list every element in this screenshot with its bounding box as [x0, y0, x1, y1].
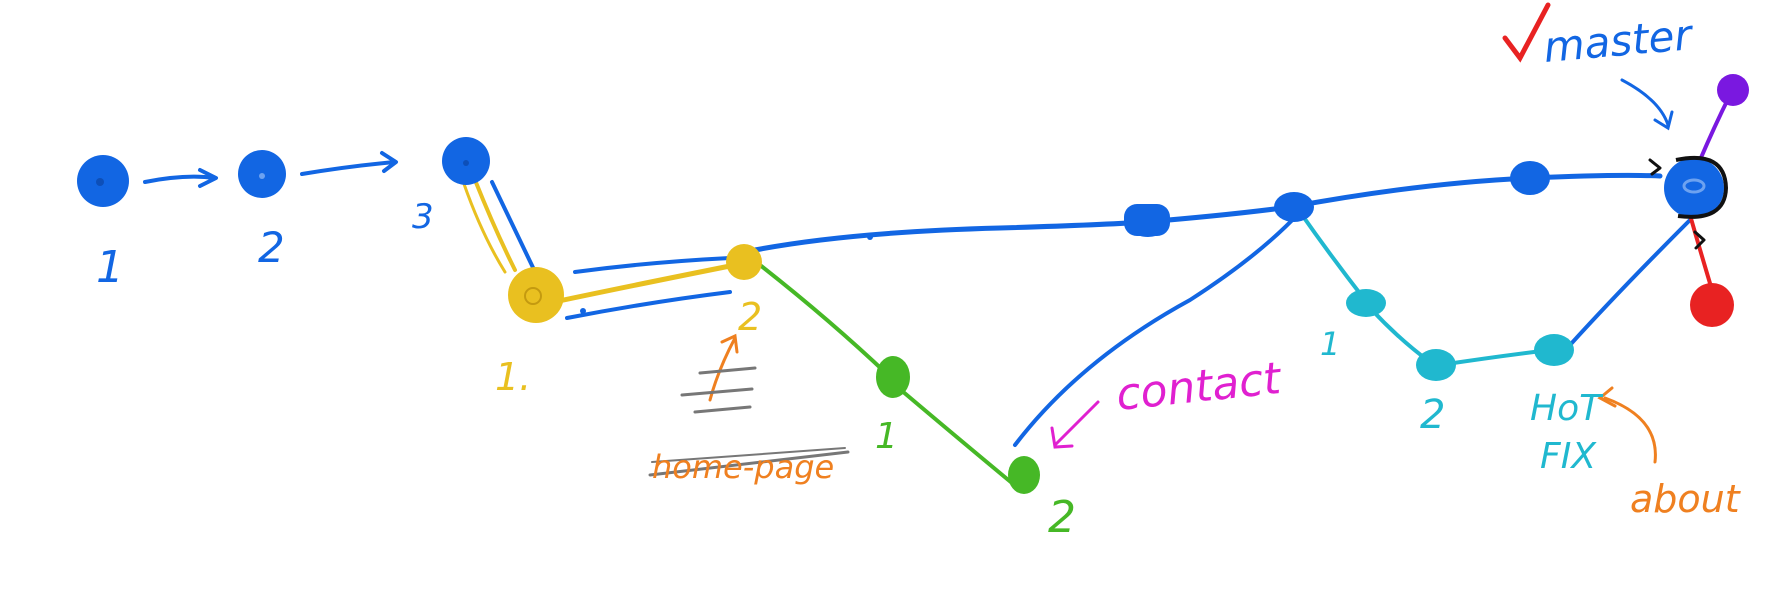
edge-3-to-yellow1-b	[462, 182, 507, 274]
commit-green-1	[876, 356, 910, 398]
struck-orange-arrow	[708, 336, 737, 402]
edge-hotfix-merge	[1568, 218, 1692, 347]
gray-strike-5	[651, 447, 846, 463]
edge-blue-under-yellow	[565, 290, 732, 320]
label-yellow-1: 1.	[495, 355, 531, 399]
commit-red	[1690, 283, 1734, 327]
master-pointer-arrowhead	[1653, 110, 1674, 131]
gray-strike-2	[680, 387, 754, 397]
edge-cyan2-to-cyan3	[1438, 348, 1552, 367]
edge-yellow1-to-yellow2	[537, 262, 738, 308]
label-about: about	[1630, 477, 1742, 521]
commit-blue-3	[442, 137, 490, 185]
head-tick-2	[1693, 230, 1706, 250]
head-tick-1	[1648, 158, 1662, 176]
label-cyan-2: 2	[1420, 392, 1445, 438]
label-struck-branch: home-page	[652, 448, 834, 486]
label-green-2: 2	[1048, 492, 1076, 543]
edge-contact-merge	[1013, 210, 1302, 447]
commit-green-2	[1008, 456, 1040, 494]
struck-orange-arrowhead	[720, 333, 739, 354]
commit-cyan-3	[1534, 334, 1574, 366]
contact-arrowhead	[1050, 426, 1074, 449]
master-pointer-arrow	[1620, 78, 1670, 127]
edge-3-to-yellow1	[473, 178, 517, 272]
label-blue-3: 3	[412, 197, 434, 237]
blue-dot	[580, 308, 586, 314]
commit-blue-2	[238, 150, 286, 198]
check-mark	[1502, 2, 1551, 63]
label-master: master	[1542, 10, 1697, 72]
about-arrow	[1603, 396, 1657, 464]
edge-blue-over-yellow-top	[573, 256, 732, 274]
commit-cyan-2	[1416, 349, 1456, 381]
arrow-2-to-3	[300, 160, 397, 176]
annotations	[648, 2, 1674, 477]
blue-dot-2	[867, 234, 873, 240]
arrow-1-to-2	[143, 174, 217, 184]
gray-strike-1	[698, 366, 757, 375]
edge-green1-to-green2	[893, 383, 1020, 490]
commit-master-head	[1664, 155, 1729, 219]
edge-head-to-purple	[1698, 93, 1732, 162]
commit-purple	[1717, 74, 1749, 106]
commit-cyan-1	[1346, 289, 1386, 317]
edge-yellow2-to-green1	[758, 263, 890, 377]
label-blue-2: 2	[258, 223, 285, 272]
edge-head-to-red	[1688, 213, 1714, 292]
gray-strike-4	[648, 450, 850, 477]
contact-arrow	[1053, 400, 1100, 447]
label-hotfix-2: FIX	[1540, 436, 1597, 477]
commits	[77, 74, 1749, 494]
edge-master-to-cyan1	[1298, 210, 1367, 302]
label-cyan-1: 1	[1320, 325, 1340, 363]
labels: 1 2 3 1. 2 home-page 1 2 contact 1 2 HoT…	[96, 10, 1742, 543]
label-yellow-2: 2	[738, 295, 762, 339]
label-hotfix-1: HoT	[1530, 388, 1604, 429]
commit-master-b	[1274, 192, 1314, 222]
gray-strike-3	[693, 405, 752, 414]
commit-yellow-2	[726, 244, 762, 280]
label-blue-1: 1	[96, 242, 124, 293]
label-contact: contact	[1114, 353, 1285, 421]
label-green-1: 1	[875, 416, 898, 457]
commit-master-c	[1510, 161, 1550, 195]
commit-yellow-1	[508, 267, 564, 323]
arrow-1-to-2-head	[198, 168, 218, 188]
arrow-2-to-3-head	[380, 151, 398, 173]
about-arrowhead	[1597, 386, 1617, 408]
edges	[143, 93, 1732, 490]
commit-blue-1	[77, 155, 129, 207]
commit-master-rect	[1124, 204, 1170, 236]
